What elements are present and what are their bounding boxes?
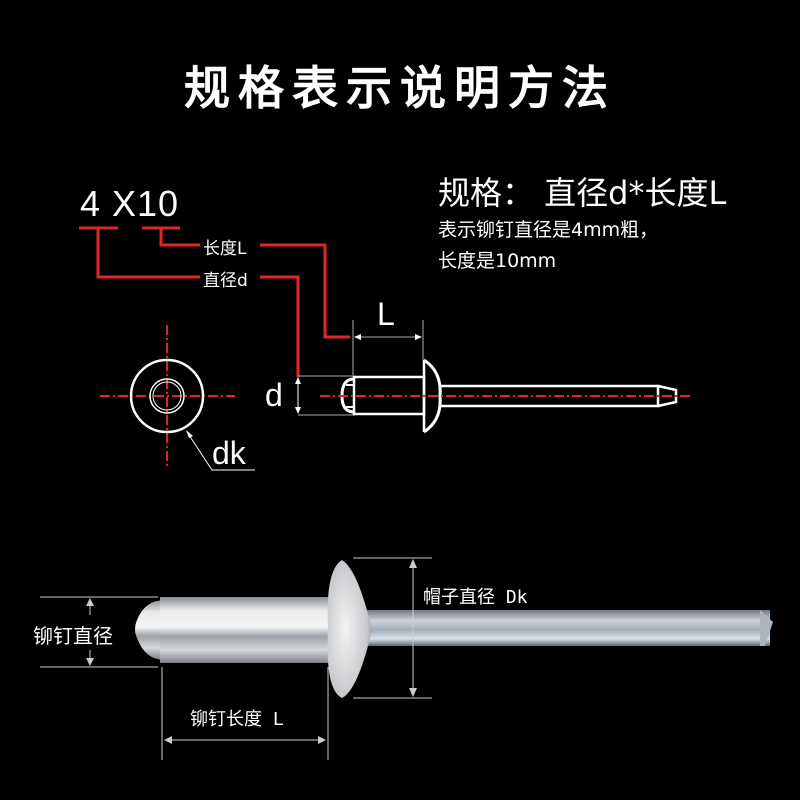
end-view: [100, 325, 255, 471]
diameter-label: d: [265, 377, 283, 413]
length-label: L: [377, 296, 395, 332]
side-view: [295, 320, 690, 434]
spec-description-line-1: 表示铆钉直径是4mm粗，: [438, 219, 659, 241]
rivet-length-label: 铆钉长度 L: [190, 709, 284, 730]
callout-lines: [79, 226, 350, 377]
head-diameter-label: dk: [212, 435, 246, 471]
callout-length: 长度L: [203, 239, 247, 259]
spec-code: 4 X10: [80, 183, 180, 224]
photo-dimensions: [40, 557, 432, 760]
page-title: 规格表示说明方法: [184, 61, 616, 115]
callout-diameter: 直径d: [203, 271, 248, 291]
spec-description-line-2: 长度是10mm: [438, 250, 557, 272]
rivet-diameter-label: 铆钉直径: [33, 624, 113, 648]
spec-heading: 规格： 直径d*长度L: [438, 174, 727, 212]
head-diameter-photo-label: 帽子直径 Dk: [423, 587, 528, 608]
rivet-photo: [135, 560, 773, 698]
